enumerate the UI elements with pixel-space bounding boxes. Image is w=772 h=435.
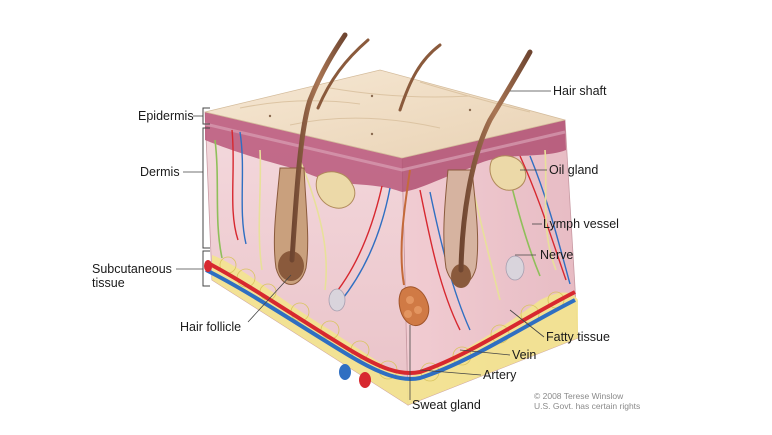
copyright-credit-line2: U.S. Govt. has certain rights — [534, 401, 641, 411]
hair-shafts — [289, 32, 533, 273]
label-subcutaneous-tissue-line2: tissue — [92, 276, 125, 290]
label-hair-shaft: Hair shaft — [553, 84, 607, 98]
nerves — [214, 139, 557, 312]
skin-surface — [204, 69, 566, 159]
leader-lines — [176, 90, 551, 400]
label-vein: Vein — [512, 348, 537, 362]
sweat-gland — [398, 169, 430, 326]
label-nerve: Nerve — [540, 248, 574, 262]
label-subcutaneous-tissue-line1: Subcutaneous — [92, 262, 172, 276]
label-epidermis: Epidermis — [138, 109, 194, 123]
label-artery: Artery — [483, 368, 517, 382]
oil-glands — [315, 155, 527, 209]
copyright-credit-line1: © 2008 Terese Winslow — [534, 391, 624, 401]
blood-vessels — [204, 129, 576, 388]
label-oil-gland: Oil gland — [549, 163, 599, 177]
epidermis-layer — [204, 112, 566, 192]
label-lymph-vessel: Lymph vessel — [543, 217, 619, 231]
label-dermis: Dermis — [140, 165, 180, 179]
label-hair-follicle: Hair follicle — [180, 320, 242, 334]
label-sweat-gland: Sweat gland — [412, 398, 481, 412]
label-fatty-tissue: Fatty tissue — [546, 330, 610, 344]
